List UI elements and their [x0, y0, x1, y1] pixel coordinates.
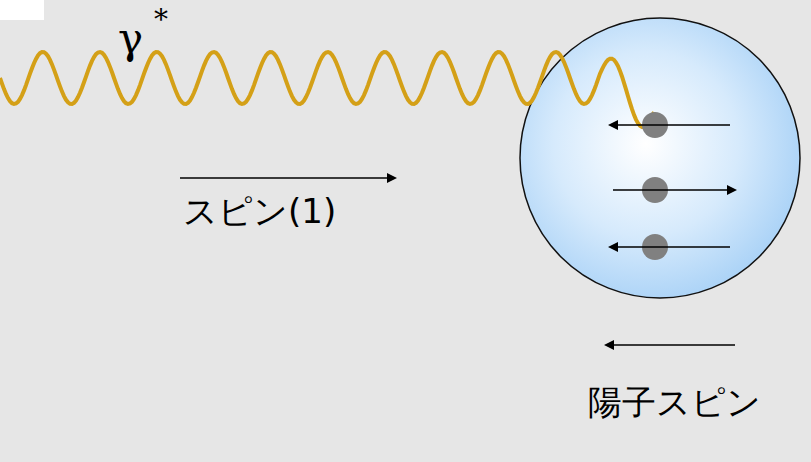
virtual-mark: *: [154, 6, 168, 34]
quark-spin-arrow: [613, 189, 735, 191]
proton-spin-arrow: [606, 344, 735, 346]
corner-tab: [0, 0, 44, 20]
photon-wave: [0, 52, 654, 127]
quark-spin-arrow: [610, 124, 730, 126]
photon-symbol: γ: [118, 18, 143, 60]
quark-spin-arrow: [610, 246, 730, 248]
photon-spin-arrow: [180, 177, 395, 179]
spin-label: スピン(1): [183, 194, 336, 228]
proton-spin-label: 陽子スピン: [588, 385, 761, 419]
